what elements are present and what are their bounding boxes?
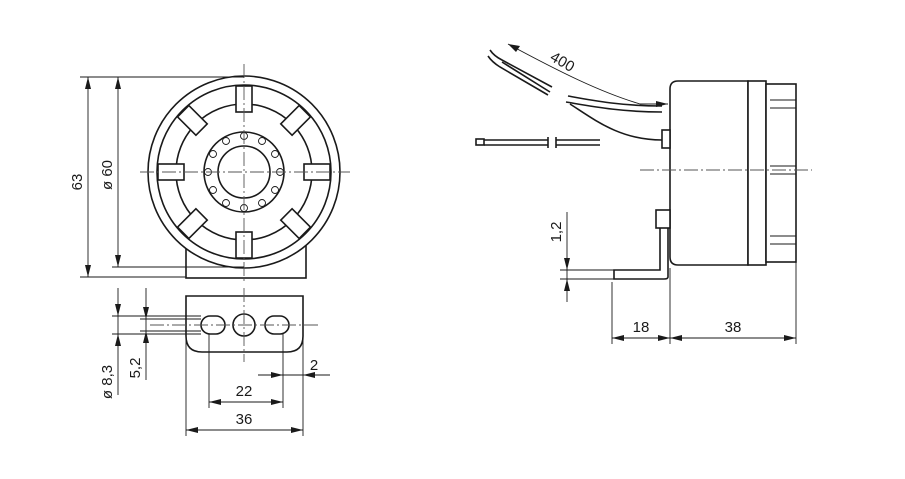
dim-overall-height: 63	[69, 174, 86, 191]
housing-body-side	[669, 80, 749, 266]
bottom-view-bracket	[150, 288, 320, 362]
hub-bolts	[204, 132, 284, 212]
dim-housing-depth-label: 38	[725, 319, 742, 336]
dim-horizontal-bracket	[185, 334, 330, 436]
dim-edge-offset: 2	[310, 357, 318, 374]
cable	[475, 49, 663, 148]
dim-housing-diameter: ø 60	[99, 160, 116, 190]
dim-slot-width: 5,2	[127, 358, 144, 379]
grille-front-side	[765, 83, 797, 263]
dim-bracket-depth-label: 18	[633, 319, 650, 336]
bracket-screw	[655, 209, 671, 229]
grille-slots-side	[770, 99, 796, 245]
dim-vertical-front	[80, 76, 244, 278]
front-view	[140, 64, 350, 282]
dim-hole-sizes	[112, 288, 201, 395]
cable-gland	[661, 129, 671, 149]
dim-bracket-thickness-label: 1,2	[548, 222, 565, 243]
dim-bracket-thickness	[560, 212, 614, 302]
dim-hole-diameter: ø 8,3	[99, 365, 116, 399]
grille-section-side	[747, 80, 767, 266]
dim-depths	[611, 262, 797, 344]
side-view	[613, 80, 812, 280]
wire-end	[475, 138, 485, 146]
dim-hole-spacing: 22	[236, 383, 253, 400]
dim-cable-length-label: 400	[547, 48, 577, 75]
dim-cable-length	[507, 43, 668, 107]
bracket-plate	[185, 295, 304, 353]
dim-bracket-width: 36	[236, 411, 253, 428]
